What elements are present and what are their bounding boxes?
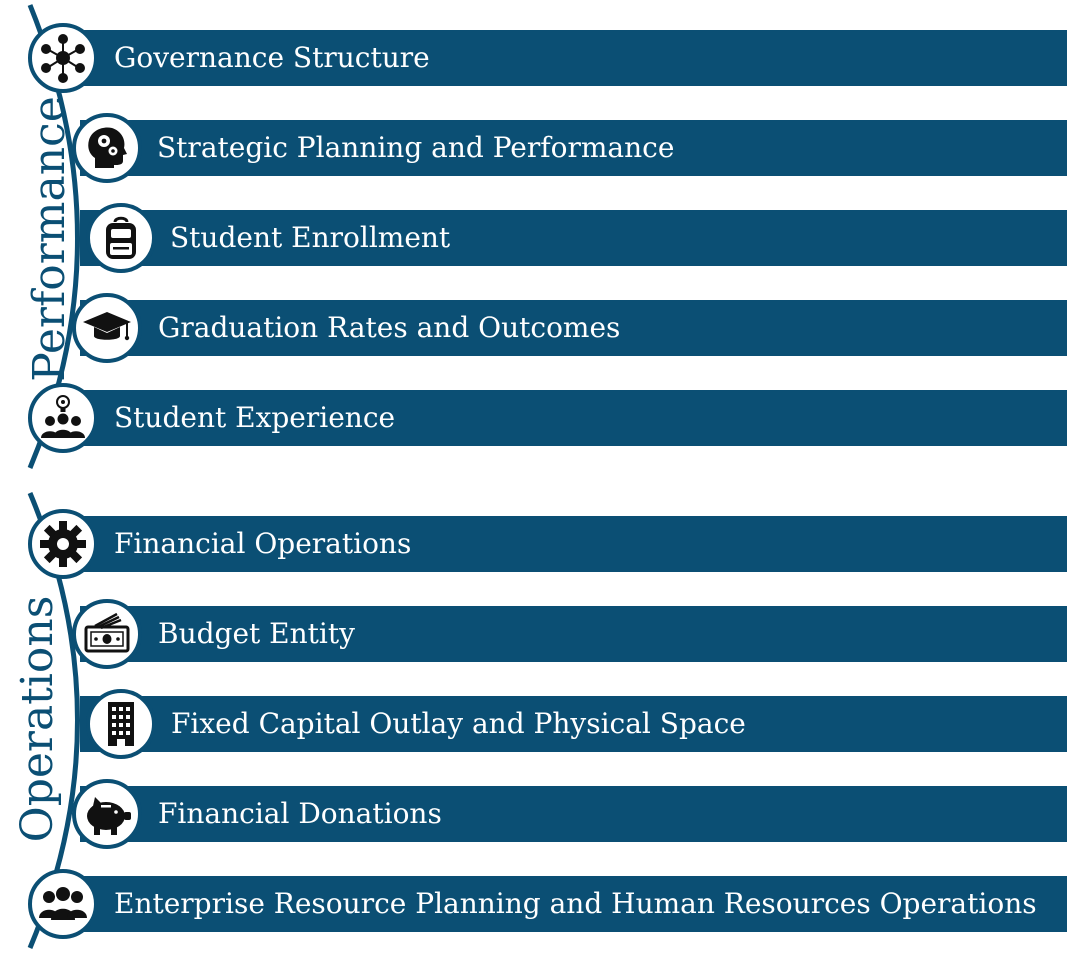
- band-fixed-capital-outlay: Fixed Capital Outlay and Physical Space: [80, 696, 1067, 752]
- band-label: Governance Structure: [114, 41, 430, 74]
- gear-icon: [40, 521, 86, 567]
- people-group-icon: [39, 887, 87, 920]
- band-governance-structure: Governance Structure: [80, 30, 1067, 86]
- band-financial-donations: Financial Donations: [80, 786, 1067, 842]
- band-label: Fixed Capital Outlay and Physical Space: [171, 707, 746, 740]
- badge-financial-operations: [28, 509, 98, 579]
- band-label: Budget Entity: [158, 617, 355, 650]
- section-label-performance: Performance: [24, 96, 75, 382]
- badge-enterprise-resource-planning: [28, 869, 98, 939]
- head-gears-icon: [88, 127, 127, 168]
- badge-student-experience: [28, 383, 98, 453]
- badge-graduation-rates: [72, 293, 142, 363]
- backpack-icon: [106, 216, 136, 259]
- badge-fixed-capital-outlay: [86, 689, 156, 759]
- band-label: Student Enrollment: [170, 221, 451, 254]
- band-financial-operations: Financial Operations: [80, 516, 1067, 572]
- band-label: Financial Operations: [114, 527, 412, 560]
- piggy-bank-icon: [87, 797, 131, 835]
- network-people-icon: [41, 34, 85, 83]
- band-label: Enterprise Resource Planning and Human R…: [114, 887, 1037, 920]
- band-student-experience: Student Experience: [80, 390, 1067, 446]
- badge-financial-donations: [72, 779, 142, 849]
- band-enterprise-resource-planning: Enterprise Resource Planning and Human R…: [80, 876, 1067, 932]
- band-label: Graduation Rates and Outcomes: [158, 311, 621, 344]
- building-icon: [108, 702, 134, 746]
- people-lightbulb-icon: [41, 395, 85, 438]
- band-label: Strategic Planning and Performance: [157, 131, 675, 164]
- badge-strategic-planning: [72, 113, 142, 183]
- band-graduation-rates: Graduation Rates and Outcomes: [80, 300, 1067, 356]
- badge-student-enrollment: [86, 203, 156, 273]
- money-wallet-icon: [84, 612, 130, 653]
- graduation-cap-icon: [83, 312, 131, 341]
- band-student-enrollment: Student Enrollment: [80, 210, 1067, 266]
- band-label: Student Experience: [114, 401, 396, 434]
- badge-governance-structure: [28, 23, 98, 93]
- band-budget-entity: Budget Entity: [80, 606, 1067, 662]
- band-strategic-planning: Strategic Planning and Performance: [80, 120, 1067, 176]
- band-label: Financial Donations: [158, 797, 442, 830]
- badge-budget-entity: [72, 599, 142, 669]
- section-label-operations: Operations: [12, 595, 63, 843]
